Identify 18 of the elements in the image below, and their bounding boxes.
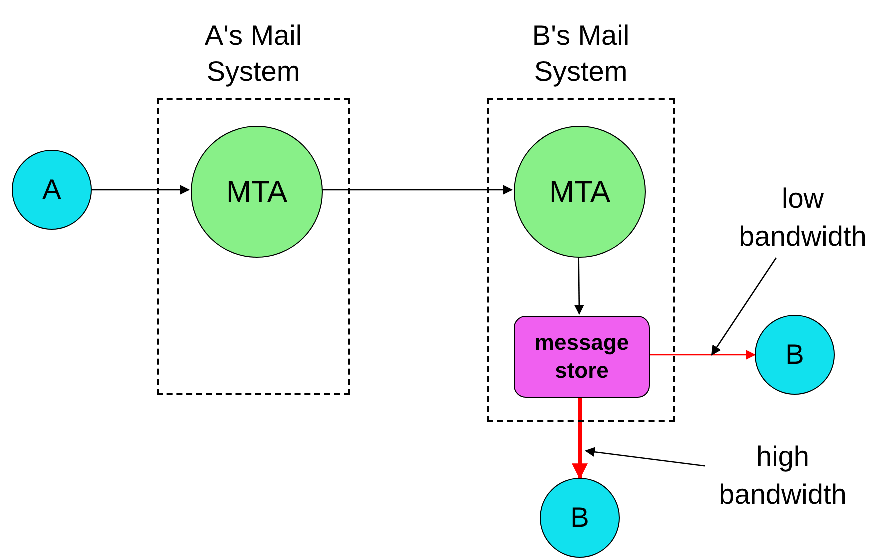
arrow	[572, 396, 588, 480]
arrow	[321, 185, 513, 195]
leader-line	[585, 447, 706, 467]
arrow	[648, 350, 756, 360]
node-label: B	[570, 501, 590, 535]
node-label: B	[786, 338, 804, 372]
node-label: message store	[534, 329, 630, 385]
annotation-text: low bandwidth	[738, 182, 868, 254]
arrow	[92, 185, 190, 195]
node-label: A	[42, 173, 62, 207]
system-heading: A's Mail System	[204, 19, 304, 89]
message-store-box	[514, 316, 650, 398]
node-label: MTA	[549, 174, 611, 210]
annotation-text: high bandwidth	[718, 440, 848, 512]
system-heading: B's Mail System	[531, 19, 631, 89]
node-label: MTA	[226, 174, 288, 210]
leader-line	[711, 258, 777, 356]
arrow	[574, 256, 584, 315]
